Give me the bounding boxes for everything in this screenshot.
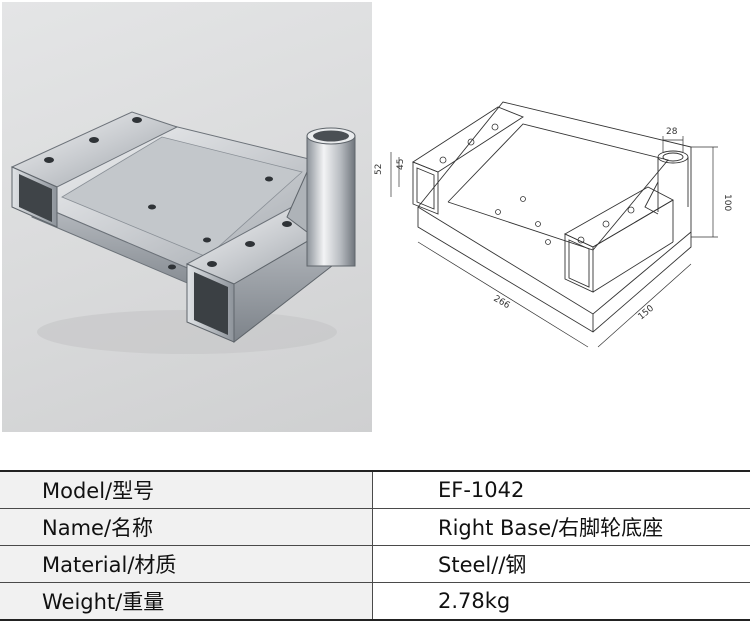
- spec-label-name: Name/名称: [0, 509, 373, 546]
- spec-value-weight: 2.78kg: [373, 583, 750, 621]
- dim-150: 150: [637, 303, 657, 322]
- dim-100: 100: [722, 194, 732, 211]
- table-row: Name/名称 Right Base/右脚轮底座: [0, 509, 750, 546]
- technical-drawing: 28 52 45 100 266 150: [373, 2, 748, 432]
- dimension-drawing-svg: 28 52 45 100 266 150: [373, 2, 748, 432]
- table-row: Weight/重量 2.78kg: [0, 583, 750, 621]
- dim-52: 52: [374, 164, 384, 175]
- dim-28: 28: [666, 127, 678, 137]
- table-row: Model/型号 EF-1042: [0, 471, 750, 509]
- table-row: Material/材质 Steel//钢: [0, 546, 750, 583]
- spec-label-material: Material/材质: [0, 546, 373, 583]
- product-photo: [2, 2, 372, 432]
- spec-label-model: Model/型号: [0, 471, 373, 509]
- dim-45: 45: [396, 159, 406, 170]
- dim-266: 266: [492, 294, 512, 311]
- spec-value-material: Steel//钢: [373, 546, 750, 583]
- spec-value-name: Right Base/右脚轮底座: [373, 509, 750, 546]
- spec-label-weight: Weight/重量: [0, 583, 373, 621]
- caster-base-photo-illustration: [2, 2, 372, 432]
- spec-value-model: EF-1042: [373, 471, 750, 509]
- spec-table: Model/型号 EF-1042 Name/名称 Right Base/右脚轮底…: [0, 470, 750, 621]
